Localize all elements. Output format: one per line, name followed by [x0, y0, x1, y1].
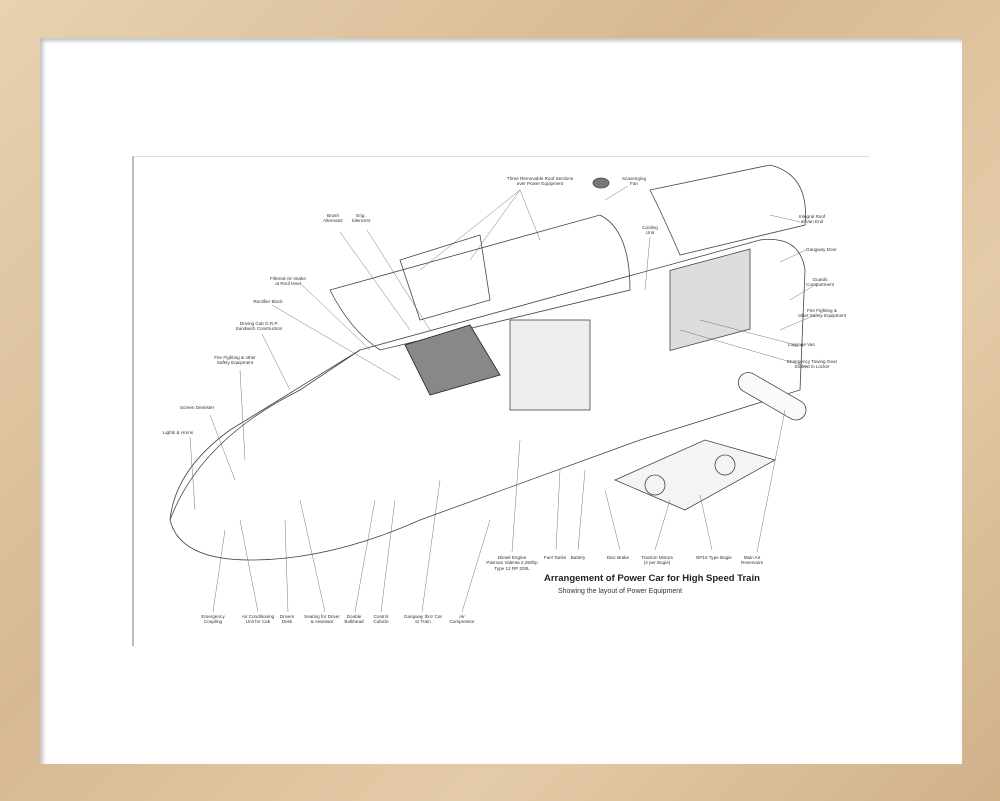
- label-reservoirs: Main Air Reservoirs: [741, 555, 763, 566]
- air-reservoirs: [737, 372, 807, 421]
- leader-lines: [189, 185, 819, 613]
- integral-roof: [649, 164, 806, 256]
- train-body-outline: [169, 238, 806, 561]
- cab-nose: [169, 349, 361, 521]
- label-aircon: Air Conditioning Unit for Cab: [241, 614, 275, 625]
- luggage-grille: [669, 248, 751, 351]
- label-coupling: Emergency Coupling: [201, 614, 225, 625]
- label-seating: Seating for Driver & Assistant: [304, 614, 340, 625]
- label-battery: Battery: [570, 555, 586, 560]
- diagram-subtitle: Showing the layout of Power Equipment: [558, 588, 683, 595]
- alternator-mesh: [404, 324, 501, 396]
- label-bogie: BP16 Type Bogie: [696, 555, 732, 560]
- roof-panel: [329, 214, 631, 351]
- label-eng-silencers: Eng. Silencers: [351, 213, 371, 224]
- label-roof-sections: Three Removable Roof Sections over Power…: [506, 176, 574, 187]
- label-driving-cab: Driving Cab G.R.P. Sandwich Construction: [235, 321, 283, 332]
- label-cubicle: Control Cubicle: [373, 614, 389, 625]
- diagram-title: Arrangement of Power Car for High Speed …: [544, 573, 760, 584]
- label-desk: Drivers Desk: [279, 614, 295, 625]
- label-lights: Lights & Horns: [162, 430, 194, 435]
- label-disc: Disc Brake: [606, 555, 630, 560]
- engine-block: [509, 319, 591, 411]
- bogie: [614, 439, 777, 511]
- label-compressor: Air Compressor: [449, 614, 475, 625]
- label-engine: Diesel Engine Paxman Valenta 2,250hp Typ…: [486, 555, 538, 571]
- label-gangway-door: Gangway Door: [806, 247, 837, 252]
- label-integral-roof: Integral Roof at Van End: [798, 214, 826, 225]
- roof-panel-2: [399, 234, 491, 321]
- artwork: [132, 156, 869, 646]
- label-scavenging-fan: Scavenging Fan: [621, 176, 647, 187]
- label-gangway: Gangway thro' Car to Train: [403, 614, 443, 625]
- label-fire-right: Fire Fighting & other Safety Equipment: [797, 308, 847, 319]
- label-screen: Screen Demister: [179, 405, 215, 410]
- label-cooling-unit: Cooling Unit: [642, 225, 658, 236]
- label-guards: Guards Compartment: [806, 277, 834, 288]
- label-towing: Emergency Towing Gear Stowed in Locker: [786, 359, 838, 370]
- scavenging-fan: [592, 177, 610, 189]
- label-filtered-air: Filtered Air Intake at Roof level: [270, 276, 306, 287]
- label-rectifier: Rectifier Block: [253, 299, 283, 304]
- label-brush-alternator: Brush Alternator: [323, 213, 343, 224]
- label-bulkhead: Double Bulkhead: [344, 614, 364, 625]
- label-traction: Traction Motors (4 per Bogie): [641, 555, 673, 566]
- label-fire-left: Fire Fighting & other Safety Equipment: [214, 355, 256, 366]
- label-fuel: Fuel Tanks: [543, 555, 567, 560]
- label-luggage: Luggage Van: [788, 342, 815, 347]
